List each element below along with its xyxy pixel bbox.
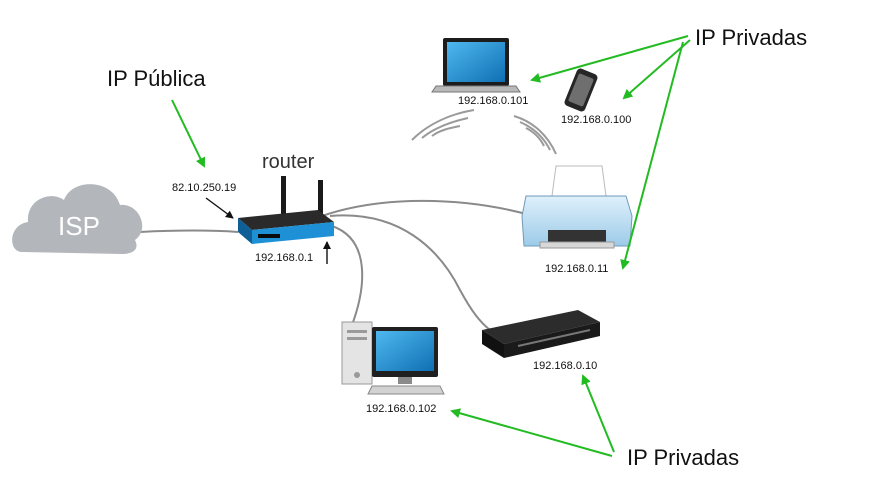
desktop-ip: 192.168.0.102 bbox=[366, 403, 436, 415]
arrow-bottom-to-desktop bbox=[450, 408, 613, 457]
cables bbox=[139, 199, 531, 331]
printer-ip: 192.168.0.11 bbox=[545, 263, 608, 275]
cloud-icon bbox=[12, 184, 143, 254]
arrow-bottom-to-stb bbox=[581, 374, 615, 453]
green-arrows bbox=[171, 35, 691, 457]
ip-privadas-top-label: IP Privadas bbox=[695, 25, 807, 50]
arrow-top-to-printer bbox=[620, 41, 684, 270]
desktop-keyboard bbox=[367, 385, 445, 395]
desktop-monitor-stand bbox=[398, 377, 412, 384]
stb-stripe bbox=[517, 329, 591, 347]
stb-left bbox=[482, 330, 504, 358]
isp-cloud: ISP bbox=[12, 184, 143, 254]
isp-label: ISP bbox=[58, 211, 100, 241]
wifi-wave-left-3 bbox=[411, 109, 475, 141]
router-leds bbox=[258, 234, 280, 238]
cable-isp-router bbox=[139, 229, 239, 233]
public-ip: 82.10.250.19 bbox=[172, 182, 236, 194]
router-label: router bbox=[262, 151, 315, 173]
set-top-box: 192.168.0.10 bbox=[482, 310, 600, 372]
router-ip: 192.168.0.1 bbox=[255, 252, 313, 264]
cable-router-printer bbox=[321, 199, 531, 217]
laptop-screen bbox=[447, 42, 505, 82]
wifi-wave-right-1 bbox=[525, 127, 545, 147]
arrow-publica bbox=[171, 99, 206, 168]
wifi-waves bbox=[411, 109, 557, 155]
printer: 192.168.0.11 bbox=[521, 165, 633, 275]
phone-screen bbox=[568, 73, 594, 107]
stb-front bbox=[504, 322, 600, 358]
arrow-top-to-laptop bbox=[530, 35, 689, 83]
ip-privadas-bottom-label: IP Privadas bbox=[627, 445, 739, 470]
cable-router-stb bbox=[329, 214, 491, 331]
desktop-tower-slot bbox=[347, 330, 367, 333]
cable-router-desktop bbox=[331, 225, 364, 326]
wifi-wave-left-1 bbox=[431, 125, 461, 137]
wifi-wave-right-2 bbox=[519, 121, 551, 151]
ip-publica-label: IP Pública bbox=[107, 66, 206, 91]
laptop-ip: 192.168.0.101 bbox=[458, 95, 528, 107]
printer-output bbox=[539, 241, 615, 249]
router-antenna-left bbox=[281, 176, 286, 214]
wifi-wave-left-2 bbox=[421, 117, 469, 139]
desktop-power-button bbox=[354, 372, 360, 378]
router-front bbox=[252, 222, 334, 244]
printer-paper bbox=[551, 165, 607, 197]
router: router bbox=[238, 151, 334, 244]
desktop-monitor-screen bbox=[376, 331, 434, 371]
phone-ip: 192.168.0.100 bbox=[561, 114, 631, 126]
stb-top bbox=[482, 310, 600, 344]
router-top bbox=[238, 210, 334, 230]
laptop-base bbox=[431, 85, 521, 93]
router-body bbox=[238, 218, 252, 244]
desktop: 192.168.0.102 bbox=[341, 321, 445, 415]
wifi-wave-right-3 bbox=[513, 115, 557, 155]
router-antenna-right bbox=[318, 180, 323, 214]
laptop: 192.168.0.101 bbox=[431, 38, 528, 107]
desktop-tower-slot-2 bbox=[347, 337, 367, 340]
public-ip-arrow bbox=[205, 197, 234, 219]
printer-tray bbox=[548, 230, 606, 242]
arrow-top-to-phone bbox=[622, 39, 691, 100]
stb-ip: 192.168.0.10 bbox=[533, 360, 597, 372]
phone: 192.168.0.100 bbox=[561, 68, 631, 126]
